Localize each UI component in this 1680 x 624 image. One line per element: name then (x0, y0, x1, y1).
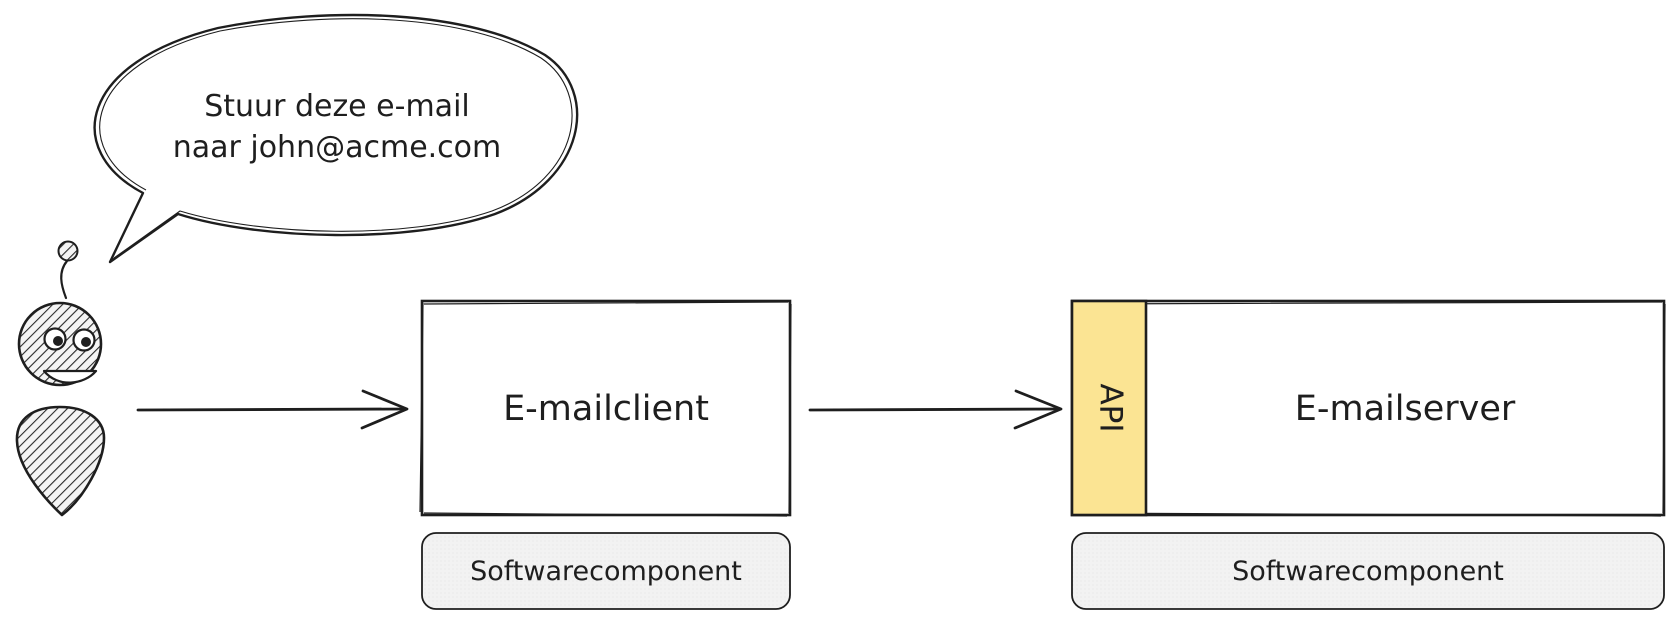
email-server-box: E-mailserver (1070, 299, 1666, 517)
email-client-type-label-text: Softwarecomponent (470, 556, 742, 587)
api-label: API (1093, 383, 1129, 432)
robot-user-icon (15, 240, 106, 517)
speech-bubble-line-1: Stuur deze e-mail (204, 89, 470, 124)
arrow-user-to-client (136, 389, 409, 430)
email-server-title: E-mailserver (1295, 389, 1516, 429)
api-port: API (1070, 299, 1148, 517)
email-client-box: E-mailclient (419, 299, 792, 517)
email-client-title: E-mailclient (503, 389, 709, 429)
speech-bubble: Stuur deze e-mail naar john@acme.com (93, 13, 579, 264)
email-server-type-label: Softwarecomponent (1071, 532, 1665, 610)
arrow-client-to-server (808, 389, 1063, 430)
email-client-type-label: Softwarecomponent (421, 532, 791, 610)
speech-bubble-line-2: naar john@acme.com (173, 130, 502, 165)
email-server-type-label-text: Softwarecomponent (1232, 556, 1504, 587)
